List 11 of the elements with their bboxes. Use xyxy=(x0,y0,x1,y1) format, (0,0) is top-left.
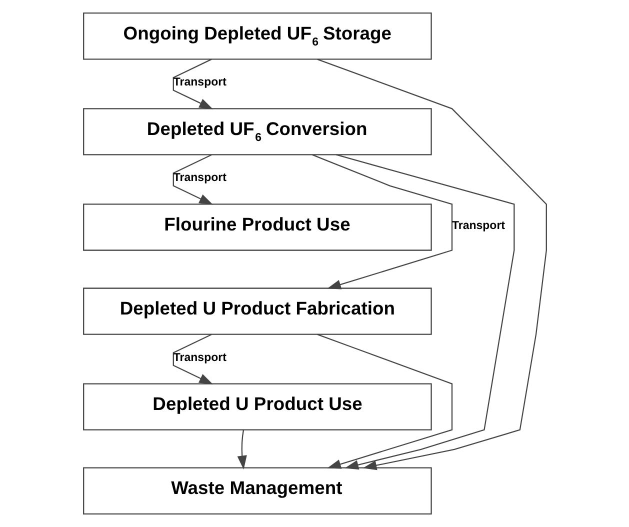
node-box: Depleted U Product Use xyxy=(82,383,432,430)
arrow xyxy=(316,334,452,469)
arrow xyxy=(236,430,246,470)
arrow xyxy=(316,58,546,470)
node-box: Flourine Product Use xyxy=(82,204,432,251)
node-box: Ongoing Depleted UF$_{6}$ Storage xyxy=(82,12,432,60)
arrow xyxy=(336,154,514,470)
node-box: Depleted UF$_{6}$ Conversion xyxy=(82,108,432,156)
node-box: Waste Management xyxy=(82,467,432,514)
arrow xyxy=(312,154,452,290)
node-box: Depleted U Product Fabrication xyxy=(82,288,432,335)
